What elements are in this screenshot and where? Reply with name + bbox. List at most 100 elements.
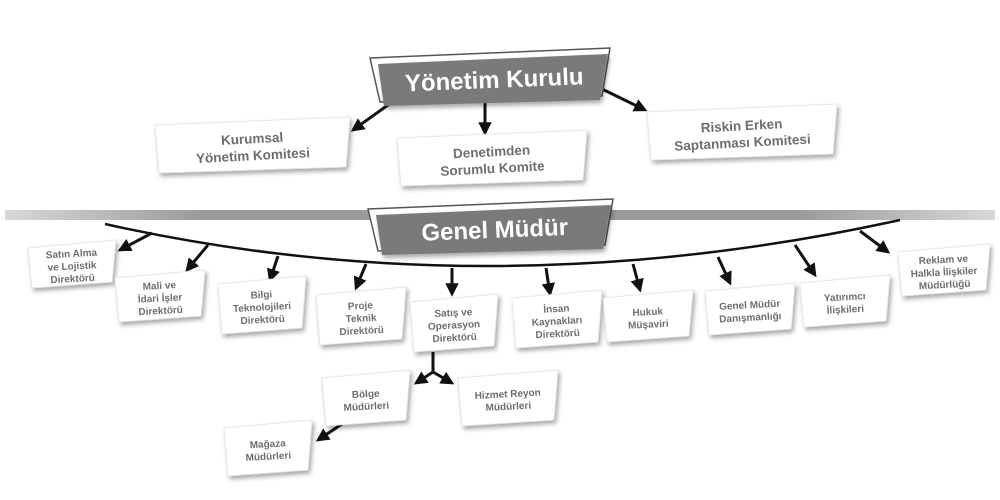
sales-sub-box-label-line: Bölge (352, 389, 381, 401)
directorate-box-label-line: Teknolojileri (233, 301, 292, 315)
arrow-gm-to-dir-3 (267, 255, 280, 283)
committee-box-bg (396, 129, 588, 187)
directorate-box-bg (897, 243, 991, 297)
directorate-box-label-line: Teknik (345, 313, 377, 326)
directorate-box-label-line: Reklam ve (918, 254, 968, 268)
directorate-box: Satış veOperasyonDirektörü (409, 293, 499, 353)
directorate-box-label-line: ve Lojistik (47, 260, 97, 274)
committee-box: DenetimdenSorumlu Komite (396, 129, 588, 187)
directorate-box-label-line: İdari İşler (137, 290, 182, 305)
sales-sub-box-bg (321, 369, 411, 427)
arrow-board-to-committee-3 (599, 86, 648, 112)
committee-box-bg (646, 103, 838, 161)
directorate-box-label: HukukMüşaviri (627, 306, 669, 332)
directorate-box-label: İnsanKaynaklarıDirektörü (531, 301, 584, 342)
directorate-box-label: Reklam veHalkla İlişkilerMüdürlüğü (910, 253, 979, 292)
arrow-gm-to-dir-9 (793, 244, 817, 278)
store-box-label: MağazaMüdürleri (245, 438, 292, 464)
committee-box-label: Riskin ErkenSaptanması Komitesi (673, 115, 811, 154)
directorate-box-label-line: Direktörü (240, 314, 285, 327)
directorate-box-bg (114, 269, 206, 323)
arrow-gm-to-dir-2 (185, 244, 210, 273)
committee-box: KurumsalYönetim Komitesi (154, 116, 351, 174)
sales-sub-box-label-line: Müdürleri (485, 401, 531, 414)
committee-box-label-line: Kurumsal (221, 130, 284, 148)
store-box-label-line: Müdürleri (245, 451, 291, 464)
directorate-box-label-line: İnsan (543, 301, 570, 315)
gm-banner: Genel Müdür (367, 198, 614, 255)
directorate-box-label-line: Yatırımcı (824, 291, 866, 304)
store-box-label-line: Mağaza (249, 438, 286, 451)
arrow-gm-to-dir-7 (630, 263, 644, 293)
directorate-box-label-line: Hukuk (632, 306, 664, 319)
gm-arc (104, 218, 901, 268)
directorate-box-bg (27, 239, 117, 289)
board-banner: Yönetim Kurulu (369, 47, 611, 106)
directorate-box: ProjeTeknikDirektörü (315, 286, 407, 346)
directorate-box-label-line: Direktörü (138, 305, 183, 318)
directorate-box-label-line: Satın Alma (45, 248, 97, 262)
sales-sub-box-label: Hizmet ReyonMüdürleri (474, 388, 541, 415)
committee-box-label: DenetimdenSorumlu Komite (439, 142, 545, 179)
sales-sub-box: BölgeMüdürleri (321, 369, 411, 427)
directorate-box-label-line: Halkla İlişkiler (910, 264, 977, 280)
sales-sub-box: Hizmet ReyonMüdürleri (457, 369, 559, 427)
directorate-box-bg (602, 289, 694, 343)
store-box: MağazaMüdürleri (223, 419, 313, 477)
directorate-box: BilgiTeknolojileriDirektörü (217, 275, 307, 335)
committee-box-label-line: Sorumlu Komite (440, 158, 545, 178)
committee-box-bg (154, 116, 351, 174)
directorate-box-label-line: Kaynakları (532, 315, 583, 329)
directorate-box-label-line: Direktörü (50, 273, 95, 286)
directorate-box-bg (315, 286, 407, 346)
arrow-gm-to-dir-4 (353, 263, 368, 291)
board-banner-fill (378, 54, 608, 106)
directorate-box: Genel MüdürDanışmanlığı (704, 282, 796, 336)
directorate-box-label-line: Müşaviri (628, 319, 669, 332)
arrow-sales-to-region (413, 370, 434, 385)
directorate-box-label-line: Mali ve (142, 280, 176, 293)
directorate-box-label-line: İlişkileri (826, 302, 864, 317)
directorate-box-label: Satış veOperasyonDirektörü (427, 307, 481, 346)
directorate-box-label: Satın Almave LojistikDirektörü (45, 248, 99, 287)
sales-sub-box-label-line: Hizmet Reyon (474, 388, 541, 402)
directorate-box-label-line: Direktörü (535, 328, 580, 341)
directorate-box-bg (799, 274, 891, 328)
directorate-box-bg (409, 293, 499, 353)
directorate-box: İnsanKaynaklarıDirektörü (511, 289, 603, 349)
directorate-box-bg (511, 289, 603, 349)
sales-sub-box-label: BölgeMüdürleri (343, 388, 390, 414)
store-box-bg (223, 419, 313, 477)
directorate-box-label-line: Direktörü (432, 332, 477, 345)
committee-box-label-line: Saptanması Komitesi (674, 132, 811, 154)
committee-box: Riskin ErkenSaptanması Komitesi (646, 103, 838, 161)
committee-box-label-line: Yönetim Komitesi (196, 145, 311, 166)
arrow-sales-to-reyon (432, 370, 455, 385)
directorate-box: Mali veİdari İşlerDirektörü (114, 269, 206, 323)
arrow-gm-to-dir-1 (117, 231, 153, 252)
sales-sub-box-bg (457, 369, 559, 427)
directorate-box-label-line: Direktörü (339, 325, 384, 338)
directorate-box: Satın Almave LojistikDirektörü (27, 239, 117, 289)
directorate-box: HukukMüşaviri (602, 289, 694, 343)
directorate-box-label: BilgiTeknolojileriDirektörü (232, 288, 292, 327)
directorate-box-label-line: Genel Müdür (719, 299, 781, 313)
directorate-box-label: Mali veİdari İşlerDirektörü (137, 280, 183, 318)
sales-sub-box-label-line: Müdürleri (343, 401, 389, 414)
gm-banner-title: Genel Müdür (421, 214, 569, 247)
gm-banner-fill (376, 205, 611, 255)
directorate-box-bg (217, 275, 307, 335)
arrow-gm-to-dir-8 (716, 256, 732, 286)
directorate-box: Reklam veHalkla İlişkilerMüdürlüğü (897, 243, 991, 297)
arrow-gm-to-dir-10 (859, 229, 891, 254)
arrow-gm-to-dir-6 (541, 267, 556, 297)
committee-box-label-line: Denetimden (453, 142, 531, 161)
directorate-box-label-line: Bilgi (250, 289, 272, 301)
directorate-box-label-line: Satış ve (434, 307, 473, 320)
directorate-box-label: ProjeTeknikDirektörü (338, 300, 384, 338)
directorate-box-label-line: Proje (348, 300, 374, 312)
directorate-box-label: Genel MüdürDanışmanlığı (718, 299, 782, 326)
directorate-box-label-line: Danışmanlığı (719, 311, 782, 325)
directorate-box: Yatırımcıİlişkileri (799, 274, 891, 328)
